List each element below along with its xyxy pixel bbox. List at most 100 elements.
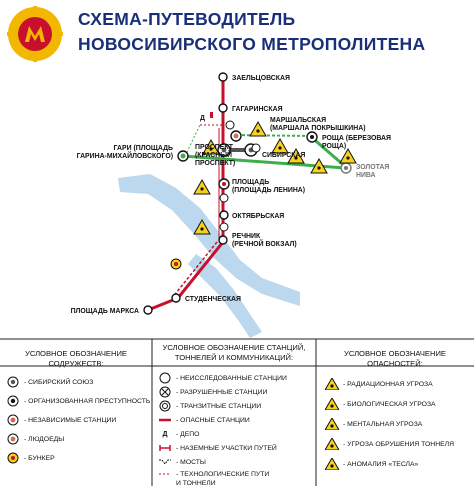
station-ploshchad-marksa-marker (143, 305, 153, 315)
legend-danger-bio: - БИОЛОГИЧЕСКАЯ УГРОЗА (325, 398, 436, 410)
label-sibirskaya: СИБИРСКАЯ (262, 152, 305, 159)
metro-logo (7, 6, 63, 62)
dangerous-station-icon (159, 418, 171, 422)
legend-group-label: - СИБИРСКИЙ СОЮЗ (24, 378, 94, 386)
transit-station-icon (159, 400, 171, 412)
legend-surface-tracks: - НАЗЕМНЫЕ УЧАСТКИ ПУТЕЙ (158, 442, 277, 454)
legend-station-destroyed: - РАЗРУШЕННЫЕ СТАНЦИИ (158, 386, 267, 398)
legend: УСЛОВНОЕ ОБОЗНАЧЕНИЕ СОДРУЖЕСТВ: УСЛОВНО… (0, 338, 474, 489)
legend-danger-tesla: - АНОМАЛИЯ «ТЕСЛА» (325, 458, 418, 470)
legend-group-independent: - НЕЗАВИСИМЫЕ СТАНЦИИ (6, 414, 116, 426)
station-gagarinskaya-marker (218, 103, 228, 113)
legend-dangers-title: УСЛОВНОЕ ОБОЗНАЧЕНИЕ ОПАСНОСТЕЙ: (344, 349, 446, 368)
label-roshcha-1: РОЩА (БЕРЕЗОВАЯ (322, 135, 391, 142)
label-rechnik-2: (РЕЧНОЙ ВОКЗАЛ) (232, 239, 297, 248)
biohazard-icon (325, 398, 339, 410)
metro-map: Д ЗАЕЛЬЦОВСКАЯ ГАГАРИНСКА (71, 72, 391, 338)
legend-station-dangerous: - ОПАСНЫЕ СТАНЦИИ (158, 414, 250, 426)
legend-danger-radiation: - РАДИАЦИОННАЯ УГРОЗА (325, 378, 433, 390)
tesla-anomaly-icon (325, 458, 339, 470)
depot-icon: Д (162, 430, 168, 438)
hazard-radiation-marshalskaya (249, 120, 267, 137)
label-zaeltsovskaya: ЗАЕЛЬЦОВСКАЯ (232, 75, 290, 82)
unexplored-station-icon (159, 372, 171, 384)
destroyed-station-icon (159, 386, 171, 398)
legend-frame (0, 338, 474, 486)
legend-group-bunker: - БУНКЕР (6, 452, 55, 464)
danger-gear-oktyabrskaya (219, 222, 229, 232)
legend-station-label: - ТЕХНОЛОГИЧЕСКИЕ ПУТИ (176, 470, 270, 478)
hazard-radiation-roshcha (339, 147, 357, 164)
bunker-icon (7, 452, 19, 464)
legend-station-label: - НЕИССЛЕДОВАННЫЕ СТАНЦИИ (176, 374, 287, 382)
legend-danger-label: - МЕНТАЛЬНАЯ УГРОЗА (343, 420, 423, 428)
tunnel-collapse-icon (325, 438, 339, 450)
hazard-mental-roshcha (310, 157, 328, 174)
bridge-icon (159, 459, 171, 465)
label-prospekt-1: ПРОСПЕКТ (195, 144, 234, 151)
organized-crime-icon (7, 395, 19, 407)
hazard-radiation-lenina (193, 178, 211, 195)
danger-gear-sibirskaya (251, 143, 261, 153)
independent-stations-icon (7, 414, 19, 426)
label-marshalskaya-1: МАРШАЛЬСКАЯ (270, 117, 326, 124)
legend-station-label: - ДЕПО (176, 430, 200, 438)
depot-icon (210, 112, 213, 118)
depot-marker: Д (200, 115, 205, 122)
title-line-1: СХЕМА-ПУТЕВОДИТЕЛЬ (78, 9, 296, 29)
station-zaeltsovskaya-marker (218, 72, 228, 82)
hazard-radiation-sibirskaya (271, 137, 289, 154)
label-gagarinskaya: ГАГАРИНСКАЯ (232, 106, 283, 113)
label-roshcha-2: РОЩА) (322, 143, 346, 150)
legend-depot: Д - ДЕПО (158, 428, 200, 440)
legend-group-label: - ЛЮДОЕДЫ (24, 435, 65, 443)
label-marshalskaya-2: (МАРШАЛА ПОКРЫШКИНА) (270, 125, 366, 132)
label-gari-1: ГАРИ (ПЛОЩАДЬ (114, 145, 174, 152)
legend-station-label: И ТОННЕЛИ (176, 479, 216, 487)
metro-bridge-rail (171, 241, 218, 299)
station-studencheskaya-marker (171, 293, 181, 303)
river-ob-south (188, 254, 262, 338)
radiation-hazard-icon (325, 378, 339, 390)
legend-station-label: - МОСТЫ (176, 458, 206, 466)
legend-group-label: - НЕЗАВИСИМЫЕ СТАНЦИИ (24, 416, 117, 424)
legend-station-label: - НАЗЕМНЫЕ УЧАСТКИ ПУТЕЙ (176, 444, 277, 452)
legend-stations-title: УСЛОВНОЕ ОБОЗНАЧЕНИЕ СТАНЦИЙ, ТОННЕЛЕЙ И… (152, 343, 316, 363)
legend-station-unexplored: - НЕИССЛЕДОВАННЫЕ СТАНЦИИ (158, 372, 287, 384)
green-line-dashed (231, 134, 313, 137)
label-studencheskaya: СТУДЕНЧЕСКАЯ (185, 296, 241, 303)
legend-tech-tunnels-2: И ТОННЕЛИ (176, 477, 216, 489)
legend-groups-title: УСЛОВНОЕ ОБОЗНАЧЕНИЕ СОДРУЖЕСТВ: (25, 349, 127, 368)
legend-danger-mental: - МЕНТАЛЬНАЯ УГРОЗА (325, 418, 422, 430)
cannibals-icon (7, 433, 19, 445)
metro-bridge (176, 241, 225, 299)
legend-stations-title-1: УСЛОВНОЕ ОБОЗНАЧЕНИЕ СТАНЦИЙ, (162, 343, 306, 352)
label-prospekt-3: ПРОСПЕКТ) (195, 160, 235, 167)
legend-bridges: - МОСТЫ (158, 456, 206, 468)
river-ob (118, 174, 300, 306)
legend-station-label: - ТРАНЗИТНЫЕ СТАНЦИИ (176, 402, 262, 410)
label-rechnik-1: РЕЧНИК (232, 233, 261, 240)
legend-danger-label: - БИОЛОГИЧЕСКАЯ УГРОЗА (343, 400, 436, 408)
legend-group-label: - БУНКЕР (24, 454, 55, 462)
label-gari-2: ГАРИНА-МИХАЙЛОВСКОГО) (77, 151, 173, 160)
legend-danger-collapse: - УГРОЗА ОБРУШЕНИЯ ТОННЕЛЯ (325, 438, 454, 450)
hazard-bio-sibirskaya (287, 147, 305, 164)
legend-group-label: - ОРГАНИЗОВАННАЯ ПРЕСТУПНОСТЬ (24, 397, 151, 405)
surface-tracks-icon (159, 445, 171, 451)
hazard-prospekt (202, 138, 220, 155)
label-ploshchad-lenina-2: (ПЛОЩАДЬ ЛЕНИНА) (232, 187, 305, 194)
legend-danger-label: - РАДИАЦИОННАЯ УГРОЗА (343, 380, 433, 388)
legend-group-organized-crime: - ОРГАНИЗОВАННАЯ ПРЕСТУПНОСТЬ (6, 395, 150, 407)
label-zolotaya-1: ЗОЛОТАЯ (356, 164, 389, 171)
danger-gear-marshalskaya (225, 120, 235, 130)
mental-hazard-icon (325, 418, 339, 430)
legend-danger-label: - УГРОЗА ОБРУШЕНИЯ ТОННЕЛЯ (343, 440, 455, 448)
tech-tunnel (184, 124, 201, 157)
legend-station-label: - РАЗРУШЕННЫЕ СТАНЦИИ (176, 388, 268, 396)
legend-danger-label: - АНОМАЛИЯ «ТЕСЛА» (343, 460, 419, 468)
label-prospekt-2: (КРАСНЫЙ (195, 150, 232, 159)
hazard-radiation-oktyabrskaya (193, 218, 211, 235)
legend-group-cannibals: - ЛЮДОЕДЫ (6, 433, 64, 445)
label-ploshchad-marksa: ПЛОЩАДЬ МАРКСА (71, 308, 139, 315)
